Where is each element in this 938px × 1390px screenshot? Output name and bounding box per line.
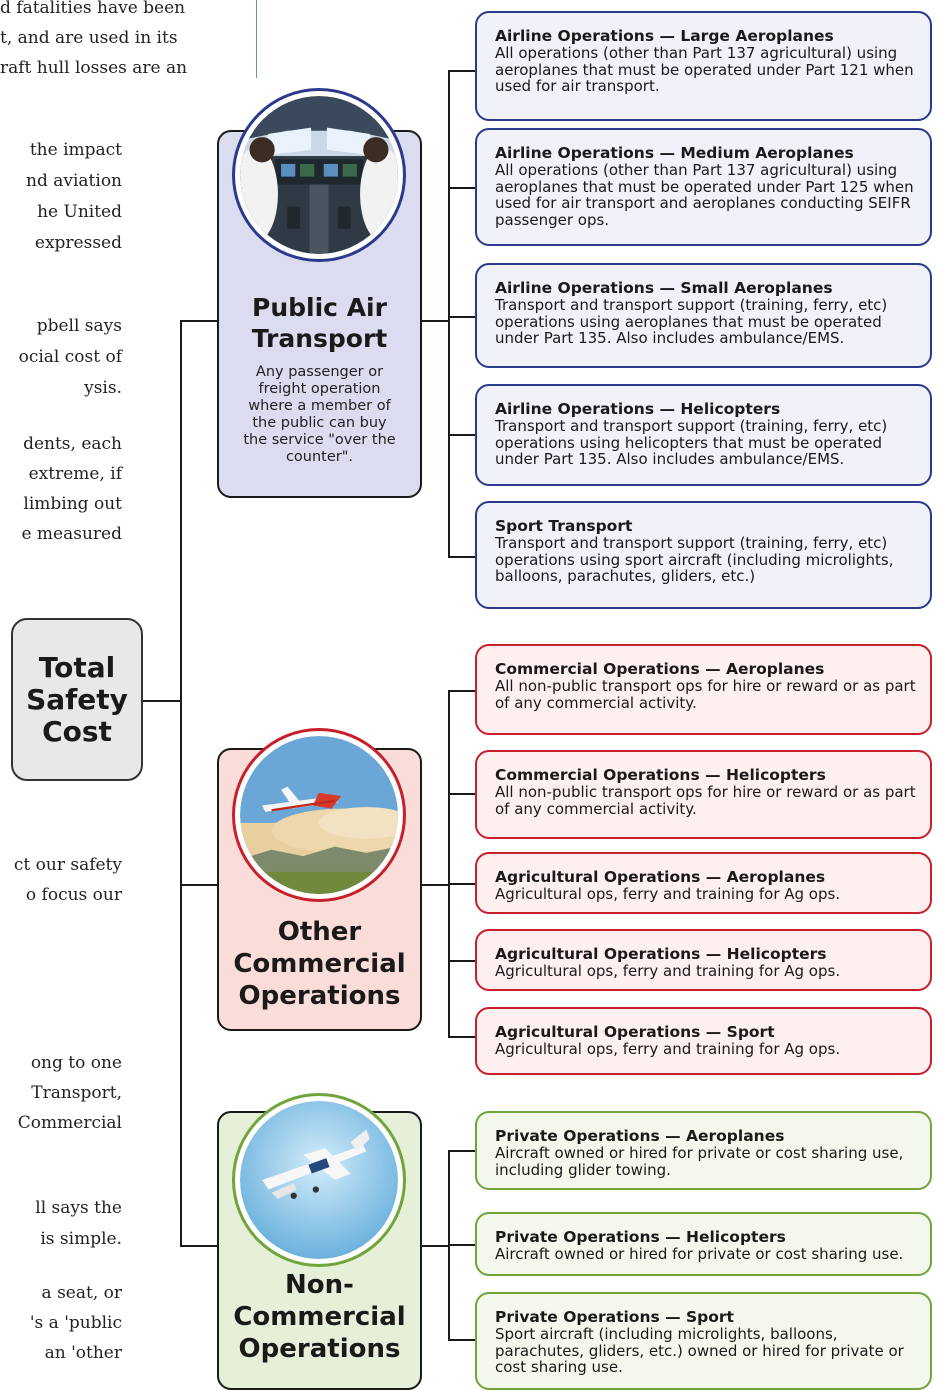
- operation-title: Sport Transport: [495, 517, 633, 535]
- connector-line: [448, 1244, 475, 1246]
- body-text-line: t, and are used in its: [0, 28, 178, 48]
- connector-line: [448, 1150, 475, 1152]
- category-description: Any passenger or freight operation where…: [243, 364, 396, 465]
- body-text-line: the impact: [29, 140, 122, 160]
- body-text-line: raft hull losses are an: [0, 58, 188, 78]
- body-text-line: pbell says: [36, 316, 122, 336]
- connector-line: [448, 70, 475, 72]
- operation-title: Airline Operations — Large Aeroplanes: [495, 27, 834, 45]
- body-text-line: he United: [37, 202, 122, 222]
- operation-description: Agricultural ops, ferry and training for…: [495, 1040, 841, 1058]
- connector-line: [448, 960, 475, 962]
- operation-title: Airline Operations — Small Aeroplanes: [495, 279, 833, 297]
- body-text-line: is simple.: [40, 1229, 122, 1249]
- connector-line: [448, 690, 475, 692]
- connector-line: [448, 556, 475, 558]
- connector-line: [180, 884, 218, 886]
- body-text-line: Commercial: [17, 1113, 122, 1133]
- operation-description: Transport and transport support (trainin…: [495, 417, 888, 468]
- operation-description: Agricultural ops, ferry and training for…: [495, 962, 841, 980]
- operation-description: Agricultural ops, ferry and training for…: [495, 885, 841, 903]
- operation-title: Airline Operations — Helicopters: [495, 400, 781, 418]
- body-text-line: dents, each: [23, 434, 122, 454]
- body-text-line: d fatalities have been: [0, 0, 186, 18]
- connector-line: [180, 320, 182, 1246]
- body-text-line: Transport,: [31, 1083, 122, 1103]
- category-title: Public Air Transport: [251, 293, 388, 353]
- operation-description: All non-public transport ops for hire or…: [495, 677, 916, 712]
- category-title: Non-Commercial Operations: [233, 1270, 406, 1364]
- connector-line: [421, 884, 449, 886]
- connector-line: [421, 320, 449, 322]
- connector-line: [180, 320, 218, 322]
- body-text-line: o focus our: [25, 885, 122, 905]
- body-text-line: expressed: [34, 233, 122, 253]
- body-text-line: e measured: [21, 524, 122, 544]
- operation-description: All operations (other than Part 137 agri…: [495, 161, 914, 229]
- body-text-line: ll says the: [35, 1198, 122, 1218]
- operation-title: Private Operations — Aeroplanes: [495, 1127, 785, 1145]
- light-aircraft-illustration: [232, 1093, 406, 1267]
- connector-line: [180, 1245, 218, 1247]
- operation-description: All non-public transport ops for hire or…: [495, 783, 916, 818]
- connector-line: [448, 187, 475, 189]
- body-text-line: limbing out: [23, 494, 122, 514]
- operation-title: Commercial Operations — Aeroplanes: [495, 660, 825, 678]
- body-text-line: ocial cost of: [18, 347, 122, 367]
- operation-title: Agricultural Operations — Aeroplanes: [495, 868, 826, 886]
- body-text-line: ct our safety: [13, 855, 122, 875]
- connector-line: [448, 793, 475, 795]
- connector-line: [143, 700, 181, 702]
- connector-line: [448, 434, 475, 436]
- operation-title: Private Operations — Helicopters: [495, 1228, 786, 1246]
- connector-line: [448, 1036, 475, 1038]
- connector-line: [448, 1339, 475, 1341]
- total-safety-cost-box: Total Safety Cost: [11, 618, 143, 781]
- connector-line: [448, 690, 450, 1037]
- operation-description: Sport aircraft (including microlights, b…: [495, 1325, 904, 1376]
- connector-line: [421, 1245, 449, 1247]
- cockpit-illustration: [232, 88, 406, 262]
- operation-title: Commercial Operations — Helicopters: [495, 766, 826, 784]
- quote-bar: [256, 0, 257, 78]
- operation-title: Private Operations — Sport: [495, 1308, 734, 1326]
- body-text-line: ysis.: [84, 378, 122, 398]
- body-text-line: a seat, or: [41, 1283, 122, 1303]
- category-public-air-transport: Public Air Transport Any passenger or fr…: [217, 130, 422, 498]
- category-title: Other Commercial Operations: [233, 917, 406, 1011]
- body-text-line: extreme, if: [28, 464, 122, 484]
- connector-line: [448, 883, 475, 885]
- body-text-line: 's a 'public: [29, 1313, 122, 1333]
- connector-line: [448, 70, 450, 558]
- operation-description: Transport and transport support (trainin…: [495, 296, 888, 347]
- connector-line: [448, 316, 475, 318]
- agricultural-aircraft-illustration: [232, 728, 406, 902]
- operation-description: Aircraft owned or hired for private or c…: [495, 1245, 904, 1263]
- operation-title: Airline Operations — Medium Aeroplanes: [495, 144, 854, 162]
- operation-title: Agricultural Operations — Sport: [495, 1023, 775, 1041]
- operation-description: Aircraft owned or hired for private or c…: [495, 1144, 904, 1179]
- body-text-line: an 'other: [44, 1343, 122, 1363]
- total-safety-cost-title: Total Safety Cost: [26, 650, 128, 748]
- body-text-line: ong to one: [30, 1053, 122, 1073]
- operation-description: All operations (other than Part 137 agri…: [495, 44, 914, 95]
- operation-title: Agricultural Operations — Helicopters: [495, 945, 827, 963]
- operation-description: Transport and transport support (trainin…: [495, 534, 894, 585]
- body-text-line: nd aviation: [26, 171, 122, 191]
